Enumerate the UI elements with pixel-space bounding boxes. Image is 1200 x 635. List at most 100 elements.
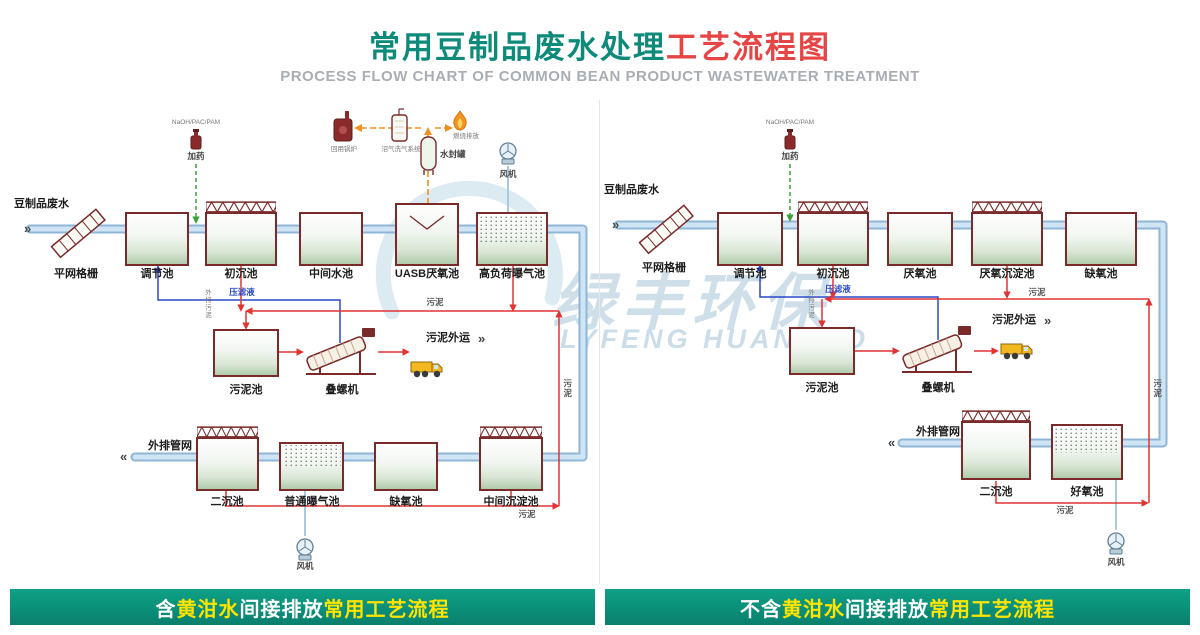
left-inlet-label: 豆制品废水 bbox=[14, 198, 69, 210]
right-inlet-label: 豆制品废水 bbox=[604, 184, 659, 196]
left-secondary-label: 二沉池 bbox=[210, 496, 244, 508]
left-tank-secondary bbox=[196, 437, 259, 491]
left-filtrate-label: 压滤液 bbox=[229, 287, 255, 297]
left-sludge-vert-label: 污泥 bbox=[562, 378, 573, 398]
panel-divider bbox=[599, 100, 600, 584]
right-secondary-label: 二沉池 bbox=[979, 486, 1013, 498]
right-sludge-bottom-label: 污泥 bbox=[1056, 505, 1074, 515]
right-footer-part-3: 间接排放 bbox=[845, 598, 929, 621]
left-screen-label: 平网格栅 bbox=[54, 268, 98, 280]
right-filtrate-label: 压滤液 bbox=[825, 284, 851, 294]
left-tank-regulating bbox=[125, 212, 189, 266]
left-footer-part-2: 黄泔水 bbox=[176, 598, 240, 621]
left-inlet-arrow-icon: » bbox=[24, 221, 32, 236]
left-footer-part-4: 常用工艺流程 bbox=[323, 598, 450, 621]
right-fan-icon bbox=[1107, 532, 1125, 555]
title-teal: 常用豆制品废水处理 bbox=[369, 30, 666, 65]
left-dosing-chem-label: NaOH/PAC/PAM bbox=[171, 119, 221, 126]
right-sludge-vert-label: 污泥 bbox=[1152, 378, 1163, 398]
watermark-cn: 绿丰环保 bbox=[552, 269, 833, 338]
right-fan-label: 风机 bbox=[1107, 557, 1125, 567]
burn-discharge-label: 燃烧排放 bbox=[453, 133, 479, 140]
left-sludge-bottom-label: 污泥 bbox=[518, 509, 536, 519]
left-outer-sludge-label: 外排污泥 bbox=[203, 289, 211, 319]
gas-wash-label: 沼气洗气系统 bbox=[381, 146, 421, 153]
right-sludge-tank-label: 污泥池 bbox=[805, 382, 839, 394]
left-fan-top-icon bbox=[499, 142, 517, 165]
right-screw-press-icon bbox=[900, 325, 973, 373]
left-sludge-tank-label: 污泥池 bbox=[229, 384, 263, 396]
left-fan-top-label: 风机 bbox=[499, 169, 517, 179]
right-truck-icon bbox=[1000, 343, 1033, 360]
left-secondary-truss-icon bbox=[197, 426, 258, 438]
right-sludge-out-label: 污泥外运 bbox=[992, 314, 1036, 326]
left-outfall-arrow-icon: « bbox=[120, 449, 128, 464]
left-tanks bbox=[50, 108, 548, 561]
right-anaerobic-label: 厌氧池 bbox=[903, 268, 937, 280]
right-tank-anoxic bbox=[1065, 212, 1137, 266]
left-tank-anoxic bbox=[374, 442, 438, 491]
left-footer-bar: 含黄泔水间接排放常用工艺流程 bbox=[10, 589, 595, 625]
right-tanks bbox=[638, 128, 1137, 555]
left-tank-primary bbox=[205, 212, 277, 266]
right-tank-sludge bbox=[789, 327, 855, 375]
burn-discharge-icon bbox=[453, 110, 467, 131]
right-footer-part-2: 黄泔水 bbox=[782, 598, 845, 621]
left-mid-sed-truss-icon bbox=[480, 426, 542, 438]
boiler-icon bbox=[333, 110, 353, 142]
left-sludge-out-arrow-icon: » bbox=[478, 331, 486, 346]
right-dosing-label: 加药 bbox=[781, 151, 799, 161]
left-common-aeration-label: 普通曝气池 bbox=[284, 496, 340, 508]
left-dosing-label: 加药 bbox=[187, 151, 205, 161]
right-primary-truss-icon bbox=[798, 201, 868, 213]
right-primary-label: 初沉池 bbox=[816, 268, 850, 280]
right-outer-sludge-label: 外排污泥 bbox=[806, 289, 814, 319]
water-seal-label: 水封罐 bbox=[440, 149, 466, 159]
right-footer-part-1: 不含 bbox=[740, 598, 782, 621]
right-screw-press-label: 叠螺机 bbox=[921, 382, 955, 394]
right-dosing-bottle-icon bbox=[784, 128, 796, 150]
right-screen-label: 平网格栅 bbox=[642, 262, 686, 274]
left-high-load-label: 高负荷曝气池 bbox=[479, 268, 545, 280]
right-inlet-arrow-icon: » bbox=[612, 217, 620, 232]
left-mid-sed-label: 中间沉淀池 bbox=[483, 496, 539, 508]
left-tank-uasb bbox=[395, 203, 459, 266]
left-tank-mid-sedimentation bbox=[479, 437, 543, 491]
right-outfall-arrow-icon: « bbox=[888, 435, 896, 450]
left-fan-bottom-label: 风机 bbox=[296, 561, 314, 571]
dosing-lines bbox=[192, 164, 794, 224]
right-tank-anaerobic bbox=[887, 212, 953, 266]
right-ana-sed-truss-icon bbox=[972, 201, 1042, 213]
title-red: 工艺流程图 bbox=[666, 30, 831, 65]
filtrate-lines bbox=[154, 264, 939, 343]
left-truck-icon bbox=[410, 361, 443, 378]
right-footer-bar: 不含黄泔水间接排放常用工艺流程 bbox=[605, 589, 1190, 625]
left-intermediate-label: 中间水池 bbox=[309, 268, 353, 280]
gas-wash-icon bbox=[391, 108, 408, 142]
left-footer-part-1: 含 bbox=[155, 598, 177, 621]
left-screw-press-icon bbox=[304, 327, 377, 375]
left-primary-truss-icon bbox=[206, 201, 276, 213]
right-sludge-out-arrow-icon: » bbox=[1044, 313, 1052, 328]
left-footer-part-3: 间接排放 bbox=[239, 598, 324, 621]
left-sludge-out-label: 污泥外运 bbox=[426, 332, 470, 344]
left-primary-label: 初沉池 bbox=[224, 268, 258, 280]
left-dosing-bottle-icon bbox=[190, 128, 202, 150]
right-regulating-label: 调节池 bbox=[733, 268, 767, 280]
left-tank-sludge bbox=[213, 329, 279, 377]
left-regulating-label: 调节池 bbox=[140, 268, 174, 280]
left-tank-intermediate bbox=[299, 212, 363, 266]
left-sludge-line-label: 污泥 bbox=[426, 297, 444, 307]
right-sludge-lines bbox=[818, 265, 1153, 507]
left-outfall-label: 外排管网 bbox=[148, 440, 192, 452]
left-screw-press-label: 叠螺机 bbox=[325, 384, 359, 396]
boiler-label: 回用锅炉 bbox=[331, 146, 357, 153]
right-anaerobic-sed-label: 厌氧沉淀池 bbox=[979, 268, 1035, 280]
left-sludge-lines bbox=[225, 266, 563, 510]
page-subtitle: PROCESS FLOW CHART OF COMMON BEAN PRODUC… bbox=[280, 68, 920, 85]
right-tank-secondary bbox=[961, 421, 1031, 480]
right-sludge-line-label: 污泥 bbox=[1028, 287, 1046, 297]
left-fan-bottom-icon bbox=[296, 538, 314, 561]
watermark-swoosh bbox=[375, 180, 563, 320]
